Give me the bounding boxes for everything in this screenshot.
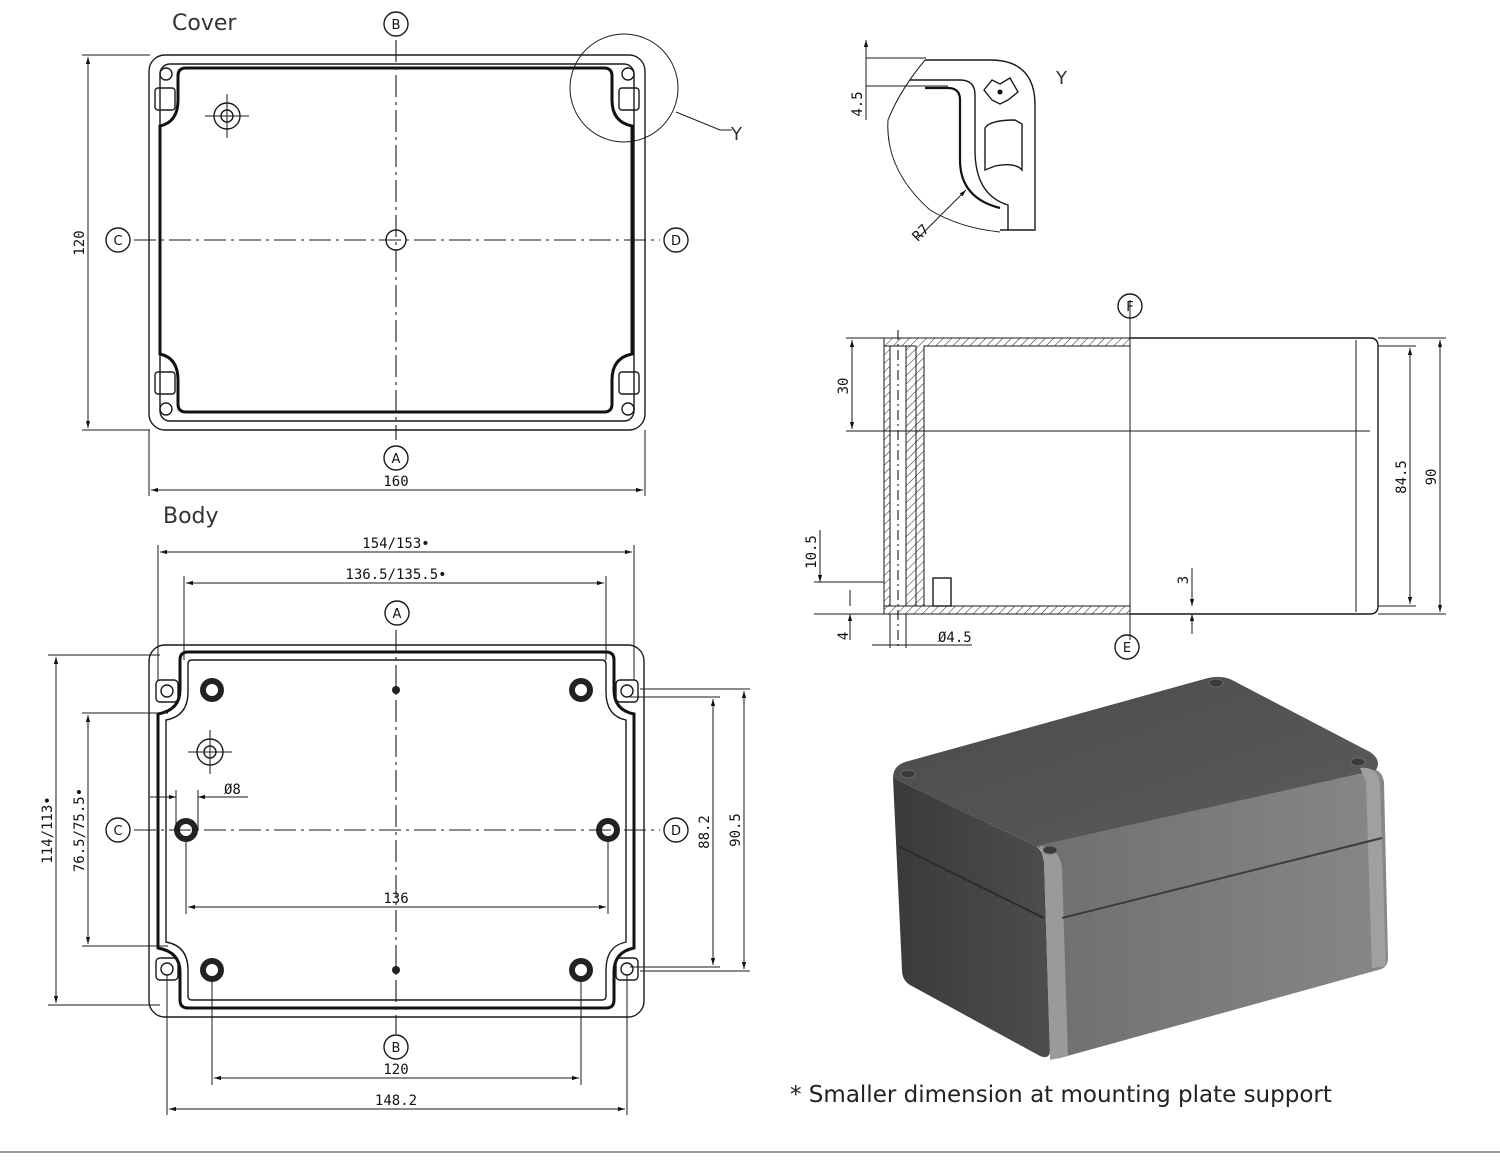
cover-outline [148,54,646,431]
cover-width-label: 160 [383,474,408,490]
marker-d-cover: D [663,227,689,253]
svg-text:F: F [1126,300,1133,315]
detail-screw-slot [983,77,1019,105]
svg-text:A: A [393,607,402,622]
detail-y-leader [675,111,732,131]
svg-text:C: C [113,824,122,839]
body-target-symbol [188,730,232,774]
svg-text:B: B [392,1041,401,1056]
detail-y-view: 4.5 R7 Y [850,40,1068,245]
footnote: * Smaller dimension at mounting plate su… [790,1082,1332,1108]
svg-text:D: D [671,824,681,839]
body-gasket [156,650,636,1010]
body-boss-spacing-label: 136 [383,891,408,907]
marker-a-body: A [384,600,410,626]
body-title: Body [163,504,219,529]
body-outer-height-label: 114/113• [40,796,56,863]
detail-y-circle [569,33,679,143]
body-outer-width-label: 154/153• [362,536,429,552]
body-hole-label: Ø8 [224,782,241,798]
body-hole-spacing-x-label: 120 [383,1062,408,1078]
cover-rim [159,63,635,422]
detail-radius-leader [917,189,967,239]
body-hole-spacing-y-label: 88.2 [697,815,713,849]
section-offset-label: 10.5 [804,535,820,569]
svg-text:D: D [671,234,681,249]
cover-view: Cover Y B C D A 120 [72,11,743,496]
marker-b-body: B [383,1034,409,1060]
cover-gasket [158,66,634,414]
svg-text:A: A [392,452,401,467]
body-view: Body A C D B [40,504,750,1115]
section-base-label: 4 [836,632,852,640]
render-front-face [1036,770,1388,1059]
body-bolt-spacing-y-label: 90.5 [728,813,744,847]
cover-title: Cover [172,11,237,36]
section-lid-height-label: 30 [836,378,852,395]
svg-text:C: C [113,234,122,249]
svg-text:E: E [1123,641,1131,656]
enclosure-3d-render [893,676,1388,1060]
section-total-height-label: 90 [1424,469,1440,486]
section-floor-label: 3 [1176,576,1192,584]
body-bolt-spacing-x-label: 148.2 [375,1093,417,1109]
render-left-face [893,778,1050,1058]
marker-d-body: D [663,817,689,843]
section-inner-height-label: 84.5 [1394,460,1410,494]
detail-outer-contour [925,59,1036,231]
marker-a-cover: A [383,445,409,471]
marker-f: F [1117,293,1143,319]
section-view: F E 30 10.5 4 Ø4.5 3 84.5 90 [804,293,1446,660]
marker-b-top: B [383,11,409,37]
section-hole-label: Ø4.5 [938,630,972,646]
detail-offset-label: 4.5 [850,91,866,116]
section-boss [932,577,952,607]
render-parting-line [1061,837,1383,919]
body-inner-height-label: 76.5/75.5• [72,788,88,872]
cover-corner-pockets [154,67,640,416]
section-right-outline [1130,337,1379,615]
detail-y-title: Y [1055,68,1068,89]
cover-height-label: 120 [72,230,88,255]
marker-c-body: C [105,817,131,843]
detail-pocket [984,119,1023,172]
section-lid-wall [883,337,1131,432]
body-inner-width-label: 136.5/135.5• [345,567,446,583]
section-floor [883,605,1131,615]
render-top-face [893,676,1378,850]
marker-e: E [1114,634,1140,660]
marker-c-cover: C [105,227,131,253]
cover-target-symbol [205,94,249,138]
detail-radius-label: R7 [910,222,933,245]
cover-center-mark [385,229,407,251]
detail-y-label: Y [730,124,743,145]
svg-text:B: B [392,18,401,33]
